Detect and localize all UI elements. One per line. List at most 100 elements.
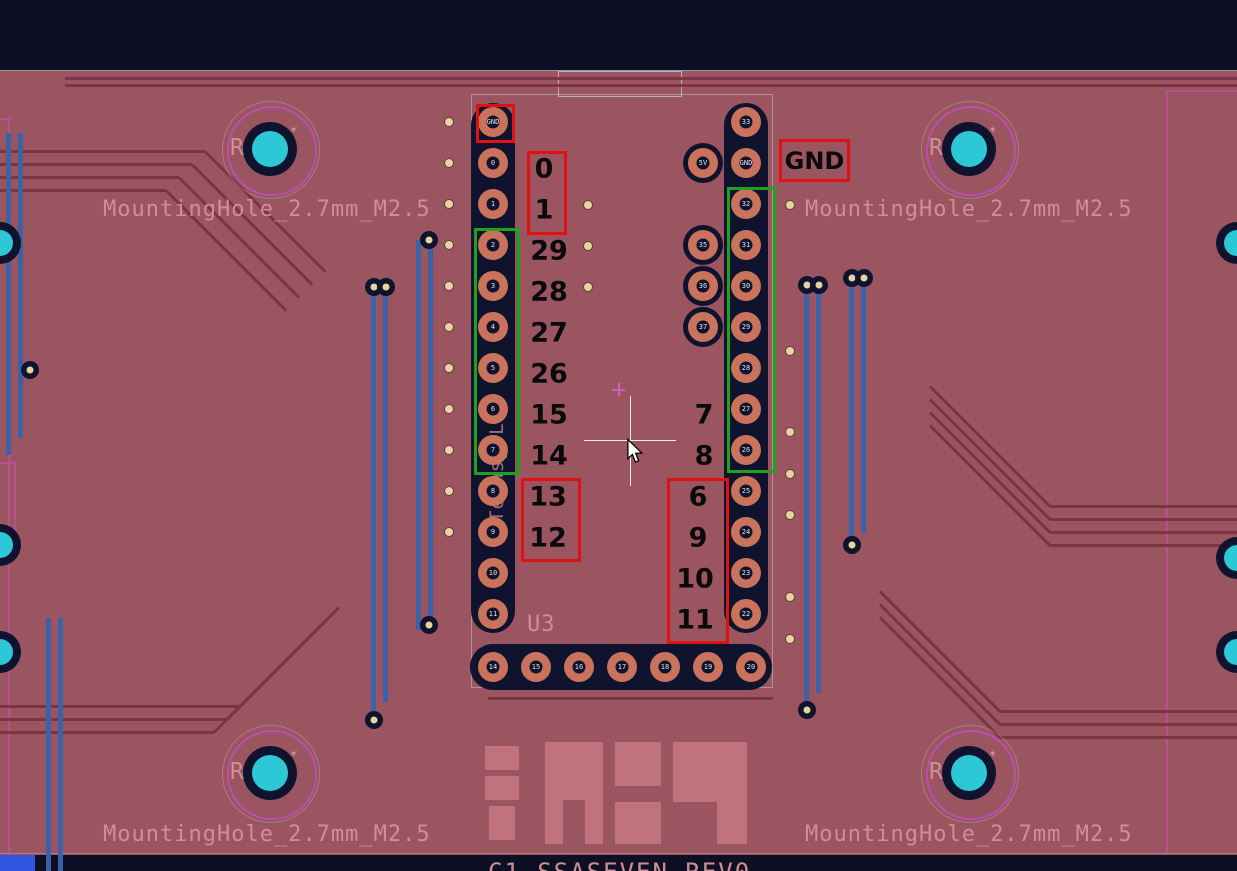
through-hole-pad[interactable]: 19 <box>693 652 723 682</box>
through-hole-pad[interactable]: 32 <box>731 189 761 219</box>
through-hole-pad[interactable]: 23 <box>731 558 761 588</box>
through-hole-pad[interactable]: 5V <box>688 148 718 178</box>
inner-trace[interactable] <box>416 240 421 630</box>
through-hole-pad[interactable]: GND <box>478 107 508 137</box>
through-hole-pad[interactable]: 35 <box>688 230 718 260</box>
copper-trace[interactable] <box>65 77 1237 80</box>
free-via[interactable] <box>445 528 453 536</box>
through-hole-pad[interactable]: 22 <box>731 599 761 629</box>
copper-trace[interactable] <box>1050 531 1237 534</box>
inner-trace[interactable] <box>58 618 63 871</box>
via[interactable] <box>377 278 395 296</box>
free-via[interactable] <box>786 511 794 519</box>
mounting-hole-ring <box>926 106 1016 196</box>
inner-trace[interactable] <box>804 285 809 715</box>
copper-trace[interactable] <box>1000 723 1237 726</box>
free-via[interactable] <box>445 323 453 331</box>
through-hole-pad[interactable]: 30 <box>731 271 761 301</box>
through-hole-pad[interactable]: 27 <box>731 394 761 424</box>
through-hole-pad[interactable]: 33 <box>731 107 761 137</box>
copper-trace[interactable] <box>1050 505 1237 508</box>
inner-trace[interactable] <box>849 278 854 550</box>
copper-trace[interactable] <box>0 189 166 192</box>
through-hole-pad[interactable]: GND <box>731 148 761 178</box>
free-via[interactable] <box>445 405 453 413</box>
through-hole-pad[interactable]: 10 <box>478 558 508 588</box>
through-hole-pad[interactable]: 20 <box>736 652 766 682</box>
copper-trace[interactable] <box>65 84 1237 87</box>
free-via[interactable] <box>445 282 453 290</box>
through-hole-pad[interactable]: 7 <box>478 435 508 465</box>
through-hole-pad[interactable]: 11 <box>478 599 508 629</box>
inner-trace[interactable] <box>6 133 11 455</box>
through-hole-pad[interactable]: 18 <box>650 652 680 682</box>
copper-trace[interactable] <box>488 697 773 700</box>
through-hole-pad[interactable]: 16 <box>564 652 594 682</box>
free-via[interactable] <box>786 201 794 209</box>
copper-trace[interactable] <box>0 150 205 153</box>
free-via[interactable] <box>445 241 453 249</box>
through-hole-pad[interactable]: 3 <box>478 271 508 301</box>
free-via[interactable] <box>584 201 592 209</box>
through-hole-pad[interactable]: 14 <box>478 652 508 682</box>
via[interactable] <box>365 711 383 729</box>
inner-trace[interactable] <box>861 278 866 533</box>
through-hole-pad[interactable]: 9 <box>478 517 508 547</box>
via[interactable] <box>855 269 873 287</box>
through-hole-pad[interactable]: 8 <box>478 476 508 506</box>
free-via[interactable] <box>445 159 453 167</box>
through-hole-pad[interactable]: 4 <box>478 312 508 342</box>
through-hole-pad[interactable]: 2 <box>478 230 508 260</box>
via[interactable] <box>843 536 861 554</box>
via[interactable] <box>420 616 438 634</box>
through-hole-pad[interactable]: 24 <box>731 517 761 547</box>
free-via[interactable] <box>584 283 592 291</box>
free-via[interactable] <box>786 470 794 478</box>
free-via[interactable] <box>584 242 592 250</box>
through-hole-pad[interactable]: 1 <box>478 189 508 219</box>
copper-trace[interactable] <box>0 705 240 708</box>
free-via[interactable] <box>445 118 453 126</box>
pin-annotation: 26 <box>530 358 568 390</box>
inner-trace[interactable] <box>371 287 376 725</box>
copper-trace[interactable] <box>0 731 214 734</box>
copper-trace[interactable] <box>1000 710 1237 713</box>
through-hole-pad[interactable]: 17 <box>607 652 637 682</box>
free-via[interactable] <box>786 428 794 436</box>
via[interactable] <box>810 276 828 294</box>
inner-trace[interactable] <box>18 133 23 438</box>
copper-trace[interactable] <box>0 718 227 721</box>
free-via[interactable] <box>445 364 453 372</box>
through-hole-pad[interactable]: 26 <box>731 435 761 465</box>
through-hole-pad[interactable]: 36 <box>688 271 718 301</box>
free-via[interactable] <box>786 593 794 601</box>
copper-trace[interactable] <box>1050 518 1237 521</box>
through-hole-pad[interactable]: 0 <box>478 148 508 178</box>
inner-trace[interactable] <box>46 618 51 871</box>
through-hole-pad[interactable]: 29 <box>731 312 761 342</box>
free-via[interactable] <box>786 347 794 355</box>
free-via[interactable] <box>445 446 453 454</box>
inner-trace[interactable] <box>383 287 388 702</box>
through-hole-pad[interactable]: 28 <box>731 353 761 383</box>
copper-trace[interactable] <box>1000 736 1237 739</box>
free-via[interactable] <box>445 200 453 208</box>
via[interactable] <box>798 701 816 719</box>
through-hole-pad[interactable]: 6 <box>478 394 508 424</box>
copper-trace[interactable] <box>0 163 192 166</box>
through-hole-pad[interactable]: 15 <box>521 652 551 682</box>
via[interactable] <box>420 231 438 249</box>
via[interactable] <box>21 361 39 379</box>
through-hole-pad[interactable]: 5 <box>478 353 508 383</box>
inner-trace[interactable] <box>816 285 821 693</box>
free-via[interactable] <box>786 635 794 643</box>
through-hole-pad[interactable]: 31 <box>731 230 761 260</box>
free-via[interactable] <box>445 487 453 495</box>
copper-trace[interactable] <box>1050 544 1237 547</box>
crosshair-v <box>630 396 631 486</box>
through-hole-pad[interactable]: 37 <box>688 312 718 342</box>
inner-trace[interactable] <box>428 240 433 630</box>
copper-trace[interactable] <box>0 176 179 179</box>
through-hole-pad[interactable]: 25 <box>731 476 761 506</box>
